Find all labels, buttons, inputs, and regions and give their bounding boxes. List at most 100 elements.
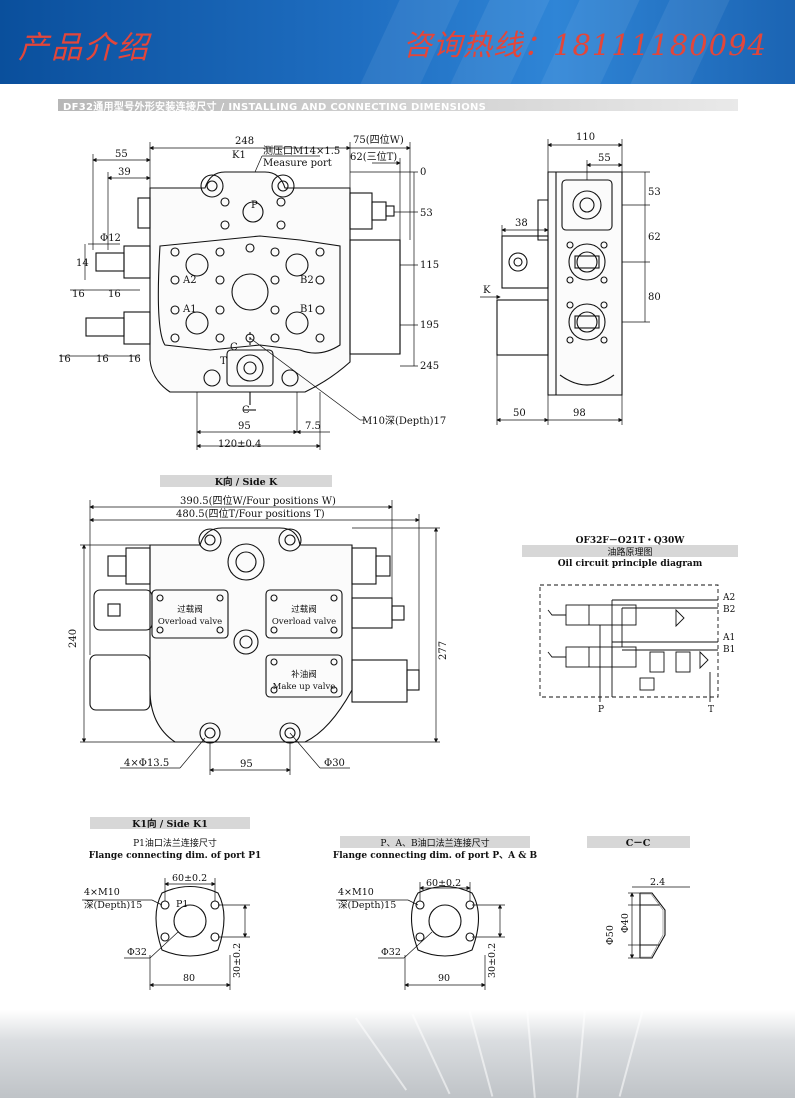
port-a2: A2	[182, 275, 197, 286]
pab-dim-m10: 4×M10	[338, 887, 374, 898]
circuit-p: P	[598, 705, 604, 715]
k-dim-phi30: Φ30	[324, 758, 345, 769]
dim-16d: 16	[96, 354, 109, 365]
k-dim-95: 95	[240, 759, 253, 770]
p1-dim-m10: 4×M10	[84, 887, 120, 898]
footer-decoration	[0, 1010, 795, 1098]
measure-port-en: Measure port	[263, 158, 332, 169]
front-view	[85, 171, 401, 411]
circuit-b2: B2	[723, 605, 735, 615]
pab-dim-phi32: Φ32	[381, 947, 401, 958]
circuit-t: T	[708, 705, 714, 715]
section-cc	[639, 892, 666, 959]
port-b2: B2	[300, 275, 314, 286]
p1-label: P1	[176, 899, 188, 910]
side-dim-110: 110	[576, 132, 595, 143]
circuit-title-cn: 油路原理图	[607, 546, 652, 558]
pab-dim-60: 60±0.2	[426, 878, 461, 889]
dim-16e: 16	[128, 354, 141, 365]
overload-valve-left-en: Overload valve	[158, 617, 222, 627]
pab-dim-90: 90	[438, 973, 450, 984]
side-dim-98: 98	[573, 408, 586, 419]
label-k1: K1	[232, 150, 246, 161]
section-title: DF32通用型号外形安装连接尺寸 / INSTALLING AND CONNEC…	[63, 102, 487, 113]
k-view-caption: K向 / Side K	[215, 476, 278, 488]
section-c-bottom: C	[242, 405, 250, 416]
circuit-model: OF32F－O21T・Q30W	[576, 536, 686, 546]
side-label-k: K	[483, 285, 491, 296]
port-p: P	[251, 200, 258, 211]
dim-phi12: Φ12	[100, 233, 121, 244]
dim-39: 39	[118, 167, 131, 178]
dim-7-5: 7.5	[305, 421, 321, 432]
dim-16b: 16	[108, 289, 121, 300]
banner-phone[interactable]: 咨询热线：18111180094	[403, 28, 767, 62]
dim-248: 248	[235, 136, 254, 147]
oil-circuit-diagram	[539, 584, 719, 702]
header-banner: 产品介绍 咨询热线：18111180094	[0, 0, 795, 84]
p1-dim-30: 30±0.2	[232, 943, 243, 978]
cc-dim-2-4: 2.4	[650, 877, 665, 888]
p1-dim-phi32: Φ32	[127, 947, 147, 958]
flange-p1-title-en: Flange connecting dim. of port P1	[89, 851, 262, 861]
side-view-labels: 110 55 38 53 62 80 50 98 K	[483, 132, 661, 419]
k-view	[89, 527, 420, 744]
dim-115: 115	[420, 260, 439, 271]
measure-port-cn: 测压口M14×1.5	[263, 144, 340, 157]
dim-195: 195	[420, 320, 439, 331]
k-dim-holes: 4×Φ13.5	[124, 758, 169, 769]
circuit-a2: A2	[722, 593, 735, 603]
dim-75: 75(四位W)	[353, 133, 404, 146]
circuit-a1: A1	[722, 633, 735, 643]
flange-p1-title-cn: P1油口法兰连接尺寸	[133, 837, 217, 849]
m10-depth: M10深(Depth)17	[362, 415, 446, 427]
dim-245: 245	[420, 361, 439, 372]
k1-view-caption: K1向 / Side K1	[132, 818, 208, 830]
k-dim-240: 240	[68, 629, 79, 648]
p1-dim-60: 60±0.2	[172, 873, 207, 884]
p1-dim-80: 80	[183, 973, 195, 984]
dim-0: 0	[420, 167, 426, 178]
flange-p1	[155, 885, 225, 957]
cc-dim-phi40: Φ40	[620, 913, 631, 933]
side-dim-55: 55	[598, 153, 611, 164]
section-cc-caption: C－C	[626, 838, 651, 849]
side-dim-80: 80	[648, 292, 661, 303]
section-title-bar: DF32通用型号外形安装连接尺寸 / INSTALLING AND CONNEC…	[58, 99, 738, 113]
circuit-b1: B1	[723, 645, 735, 655]
p1-dim-depth: 深(Depth)15	[84, 900, 142, 911]
k-view-labels: 390.5(四位W/Four positions W) 480.5(四位T/Fo…	[68, 494, 449, 770]
port-a1: A1	[182, 304, 197, 315]
section-c-top: C	[230, 342, 238, 353]
front-view-labels: 248 55 39 Φ12 14 16 16 16 16 16 K1 测压口M1…	[58, 133, 446, 450]
k-dim-390: 390.5(四位W/Four positions W)	[180, 494, 336, 507]
flange-pab-title-en: Flange connecting dim. of port P、A & B	[333, 851, 538, 861]
pab-dim-30: 30±0.2	[487, 943, 498, 978]
dim-55: 55	[115, 149, 128, 160]
pab-dim-depth: 深(Depth)15	[338, 900, 396, 911]
makeup-valve-en: Make up valve	[273, 682, 336, 692]
cc-dim-phi50: Φ50	[605, 925, 616, 945]
dim-16c: 16	[58, 354, 71, 365]
overload-valve-right-en: Overload valve	[272, 617, 336, 627]
side-view	[496, 171, 623, 396]
dim-53: 53	[420, 208, 433, 219]
dim-120: 120±0.4	[218, 439, 261, 450]
dim-95: 95	[238, 421, 251, 432]
dim-16a: 16	[72, 289, 85, 300]
side-dim-62: 62	[648, 232, 661, 243]
dim-62: 62(三位T)	[350, 150, 397, 163]
overload-valve-right-cn: 过载阀	[291, 604, 317, 615]
side-dim-50: 50	[513, 408, 526, 419]
port-t: T	[220, 356, 227, 367]
side-dim-38: 38	[515, 218, 528, 229]
k-dim-480: 480.5(四位T/Four positions T)	[176, 507, 325, 520]
dim-14: 14	[76, 258, 89, 269]
k-dim-277: 277	[438, 641, 449, 660]
port-b1: B1	[300, 304, 314, 315]
makeup-valve-cn: 补油阀	[291, 669, 317, 680]
circuit-title-en: Oil circuit principle diagram	[558, 559, 703, 569]
banner-title: 产品介绍	[18, 30, 150, 66]
side-dim-53: 53	[648, 187, 661, 198]
